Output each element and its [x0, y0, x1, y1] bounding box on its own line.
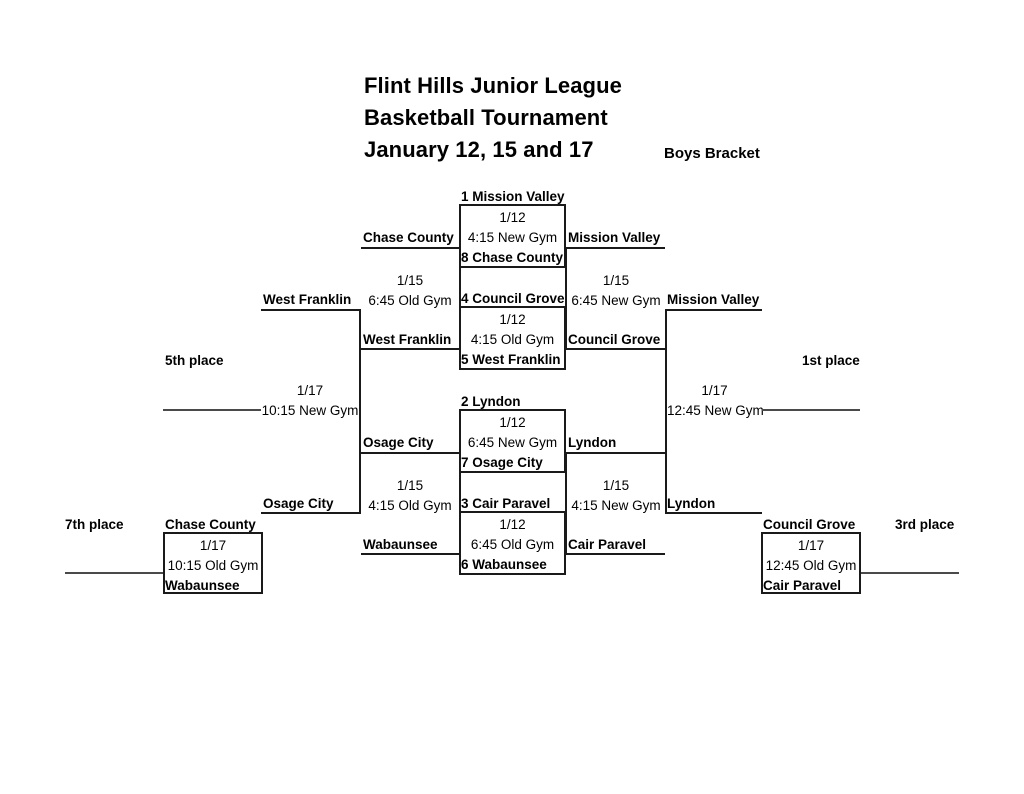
fifth-place-label: 5th place [165, 353, 224, 368]
page-title-line-3: January 12, 15 and 17 [364, 137, 594, 162]
third-place-top-team: Council Grove [763, 517, 856, 532]
championship-place: 12:45 New Gym [667, 403, 764, 418]
page-title-line-1: Flint Hills Junior League [364, 73, 622, 98]
seventh-place-result-line [65, 572, 163, 574]
page-title-line-2: Basketball Tournament [364, 105, 608, 130]
semifinal-lower-date: 1/15 [602, 478, 630, 493]
championship-connector: 1/17 12:45 New Gym [665, 309, 764, 514]
championship-bottom-team: Lyndon [667, 496, 716, 511]
third-place-place: 12:45 Old Gym [765, 558, 857, 573]
semifinal-upper-place: 6:45 New Gym [571, 293, 661, 308]
consolation-upper-place: 6:45 Old Gym [368, 293, 452, 308]
third-place-label: 3rd place [895, 517, 955, 532]
round1-game1-box: 1/12 4:15 New Gym [459, 204, 566, 268]
round1-game2-date: 1/12 [499, 312, 526, 327]
fifth-place-bottom-team: Osage City [263, 496, 334, 511]
championship-date: 1/17 [701, 383, 728, 398]
first-place-result-line [762, 409, 860, 411]
semifinal-upper-connector: 1/15 6:45 New Gym [565, 247, 665, 350]
semifinal-lower-connector: 1/15 4:15 New Gym [565, 452, 665, 555]
championship-top-team: Mission Valley [667, 292, 760, 307]
round1-game3-box: 1/12 6:45 New Gym [459, 409, 566, 473]
seventh-place-place: 10:15 Old Gym [167, 558, 259, 573]
semifinal-lower-bottom-team: Cair Paravel [568, 537, 647, 552]
consolation-lower-date: 1/15 [396, 478, 424, 493]
round1-game3-top-team: 2 Lyndon [461, 394, 521, 409]
consolation-upper-connector: 1/15 6:45 Old Gym [361, 247, 461, 350]
round1-game1-bottom-team: 8 Chase County [461, 250, 564, 265]
round1-game2-bottom-team: 5 West Franklin [461, 352, 561, 367]
seventh-place-bottom-team: Wabaunsee [165, 578, 240, 593]
semifinal-lower-top-team: Lyndon [568, 435, 617, 450]
fifth-place-top-team: West Franklin [263, 292, 352, 307]
round1-game3-place: 6:45 New Gym [467, 435, 558, 450]
semifinal-upper-top-team: Mission Valley [568, 230, 661, 245]
third-place-date: 1/17 [797, 538, 825, 553]
consolation-lower-bottom-team: Wabaunsee [363, 537, 438, 552]
round1-game4-bottom-team: 6 Wabaunsee [461, 557, 547, 572]
seventh-place-top-team: Chase County [165, 517, 256, 532]
consolation-upper-bottom-team: West Franklin [363, 332, 452, 347]
round1-game1-place: 4:15 New Gym [467, 230, 558, 245]
round1-game4-top-team: 3 Cair Paravel [461, 496, 551, 511]
round1-game2-top-team: 4 Council Grove [461, 291, 565, 306]
consolation-upper-top-team: Chase County [363, 230, 454, 245]
third-place-bottom-team: Cair Paravel [763, 578, 842, 593]
seventh-place-label: 7th place [65, 517, 124, 532]
bracket-category-label: Boys Bracket [664, 145, 760, 162]
semifinal-upper-bottom-team: Council Grove [568, 332, 661, 347]
fifth-place-place: 10:15 New Gym [261, 403, 359, 418]
round1-game2-place: 4:15 Old Gym [470, 332, 555, 347]
seventh-place-date: 1/17 [199, 538, 227, 553]
round1-game4-date: 1/12 [499, 517, 526, 532]
round1-game3-bottom-team: 7 Osage City [461, 455, 543, 470]
semifinal-upper-date: 1/15 [602, 273, 630, 288]
consolation-lower-place: 4:15 Old Gym [368, 498, 452, 513]
round1-game1-top-team: 1 Mission Valley [461, 189, 565, 204]
round1-game1-date: 1/12 [499, 210, 526, 225]
fifth-place-connector: 1/17 10:15 New Gym [261, 309, 361, 514]
consolation-lower-connector: 1/15 4:15 Old Gym [361, 452, 461, 555]
fifth-place-result-line [163, 409, 261, 411]
consolation-lower-top-team: Osage City [363, 435, 434, 450]
fifth-place-date: 1/17 [296, 383, 324, 398]
third-place-box: 1/17 12:45 Old Gym [761, 532, 861, 594]
round1-game4-place: 6:45 Old Gym [470, 537, 555, 552]
first-place-label: 1st place [802, 353, 860, 368]
consolation-upper-date: 1/15 [396, 273, 424, 288]
round1-game3-date: 1/12 [499, 415, 526, 430]
third-place-result-line [861, 572, 959, 574]
seventh-place-box: 1/17 10:15 Old Gym [163, 532, 263, 594]
semifinal-lower-place: 4:15 New Gym [571, 498, 661, 513]
